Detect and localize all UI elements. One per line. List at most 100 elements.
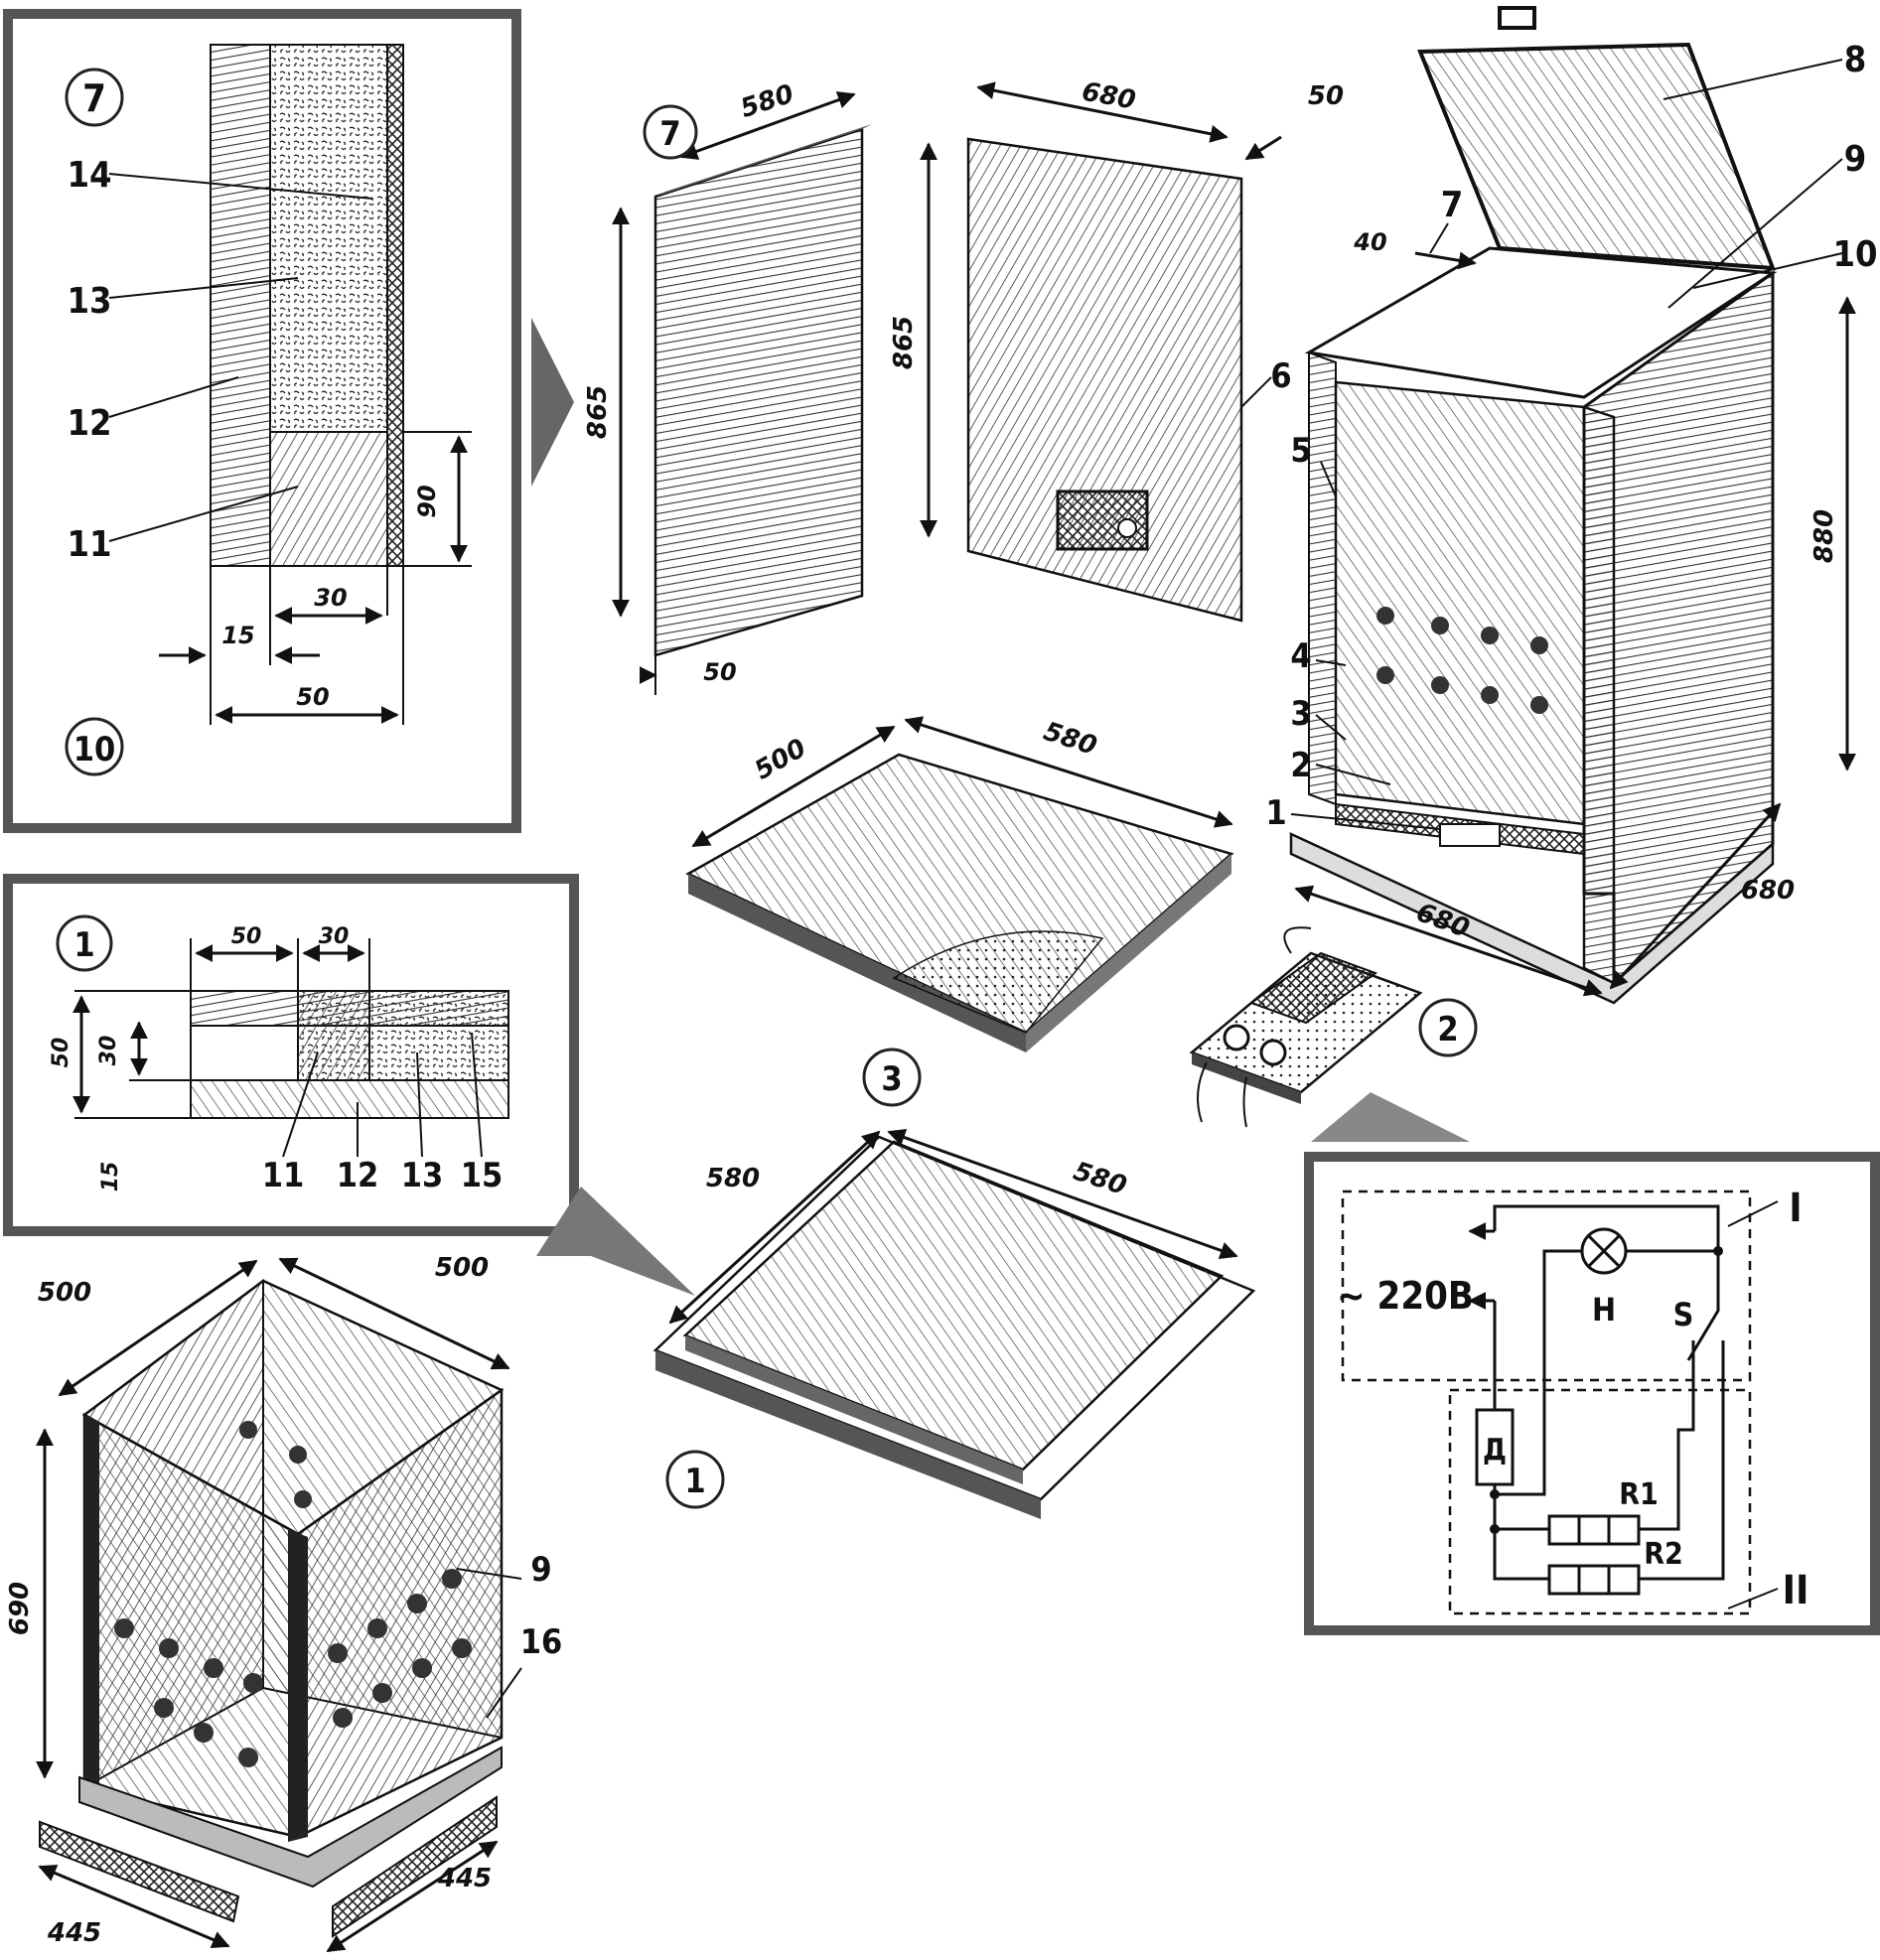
dim-580: 580 — [1040, 717, 1100, 762]
R2-label: R2 — [1644, 1537, 1683, 1572]
back-panel-drawing: 680 50 865 6 — [889, 77, 1344, 623]
block-I-label: I — [1789, 1186, 1802, 1231]
dim-500-left: 500 — [38, 1278, 91, 1308]
dim-690: 690 — [5, 1582, 35, 1635]
electrical-schematic: ~ 220В Н S Д R1 R2 I II — [1304, 1152, 1880, 1635]
ventilation-grille — [1056, 490, 1149, 551]
bottom-board-edge — [688, 874, 1026, 1052]
callout-13: 13 — [67, 281, 111, 322]
switch-label: S — [1673, 1296, 1694, 1333]
bottom-board-drawing: 500 580 3 — [685, 716, 1234, 1107]
pointer-arrow-up — [1311, 1092, 1470, 1142]
lid-handle — [1498, 6, 1536, 30]
marker-7: 7 — [82, 76, 106, 120]
timber-bar — [269, 431, 388, 567]
marker-7-side: 7 — [659, 114, 680, 154]
dim-top-30: 30 — [319, 924, 350, 949]
callout-10: 10 — [1832, 234, 1877, 275]
dim-580-right: 580 — [1070, 1157, 1130, 1201]
bottom-section-panel: 1 50 30 50 30 15 11 12 13 15 — [3, 874, 579, 1236]
callout-11: 11 — [67, 524, 111, 565]
callout-4: 4 — [1290, 636, 1311, 676]
callout-5: 5 — [1290, 431, 1311, 471]
callout-1: 1 — [1265, 793, 1286, 833]
dim-40: 40 — [1353, 228, 1386, 256]
lamp-label: Н — [1592, 1291, 1616, 1329]
heater-terminal — [1439, 823, 1501, 847]
callout-12: 12 — [67, 403, 111, 444]
marker-7-circle-side — [643, 104, 698, 160]
marker-3-circle — [862, 1048, 922, 1107]
marker-10-circle — [65, 717, 124, 776]
bottom-board-edge-r — [1026, 854, 1231, 1052]
supply-label: ~ 220В — [1337, 1274, 1474, 1318]
dim-680-side: 680 — [1741, 876, 1795, 906]
callout-9: 9 — [530, 1550, 551, 1590]
block-I-outline — [1341, 1190, 1752, 1382]
pointer-arrow-right — [531, 318, 574, 487]
callout-13: 13 — [401, 1156, 444, 1195]
dim-865: 865 — [889, 316, 919, 369]
block-II-outline — [1448, 1388, 1752, 1615]
dim-left-50: 50 — [49, 1038, 73, 1068]
dim-500: 500 — [750, 734, 811, 786]
dim-30: 30 — [314, 584, 347, 612]
dim-445-right: 445 — [437, 1864, 492, 1893]
callout-14: 14 — [67, 155, 111, 196]
resistor-R2 — [1547, 1564, 1641, 1596]
block-II-label: II — [1783, 1568, 1809, 1613]
bottom-plywood — [190, 1079, 509, 1119]
dim-445-left: 445 — [47, 1918, 101, 1948]
dim-left-30: 30 — [96, 1036, 121, 1066]
pointer-arrow-diag — [536, 1187, 695, 1296]
callout-3: 3 — [1290, 694, 1311, 734]
bottom-timber-bar — [297, 990, 370, 1081]
side-panel-face — [653, 127, 864, 657]
marker-1: 1 — [73, 925, 94, 965]
dim-50: 50 — [1308, 81, 1344, 111]
callout-9: 9 — [1844, 139, 1867, 180]
callout-11: 11 — [262, 1156, 305, 1195]
back-panel-face — [966, 137, 1243, 623]
callout-2: 2 — [1290, 746, 1311, 785]
base-board-top — [682, 1140, 1225, 1471]
cabinet-drawing: 8 9 7 10 5 4 3 2 1 40 880 680 680 2 — [1265, 6, 1878, 1057]
inner-box-holes — [114, 1421, 472, 1767]
marker-1-circle — [56, 914, 113, 972]
R1-label: R1 — [1619, 1477, 1659, 1512]
marker-7-circle — [65, 68, 124, 127]
dim-90: 90 — [413, 485, 441, 517]
bottom-board-insulation — [892, 930, 1104, 1034]
mesh-layer — [386, 44, 404, 567]
sensor-label: Д — [1483, 1433, 1507, 1468]
vent-holes — [1376, 607, 1548, 714]
base-board-drawing: 580 580 1 — [652, 1128, 1256, 1519]
resistor-R1 — [1547, 1514, 1641, 1546]
marker-10: 10 — [73, 730, 116, 770]
dim-580-left: 580 — [706, 1164, 760, 1193]
callout-12: 12 — [337, 1156, 379, 1195]
foam-layer — [269, 44, 388, 433]
inner-box-base — [78, 1746, 503, 1889]
marker-3: 3 — [881, 1059, 902, 1099]
callout-7: 7 — [1441, 185, 1464, 225]
dim-500-right: 500 — [435, 1253, 489, 1283]
dim-50: 50 — [703, 658, 736, 686]
dim-680-front: 680 — [1412, 898, 1473, 944]
marker-1-base: 1 — [684, 1462, 705, 1501]
marker-2-circle — [1418, 998, 1478, 1057]
callout-6: 6 — [1270, 356, 1291, 396]
inner-box-drawing: 500 500 690 445 445 9 16 — [5, 1253, 563, 1953]
thermostat-board — [1189, 926, 1423, 1128]
inner-chamber-front — [1334, 380, 1586, 826]
callout-15: 15 — [461, 1156, 504, 1195]
wall-section-panel: 7 10 14 13 12 11 90 30 15 50 — [3, 9, 521, 833]
dim-50: 50 — [296, 683, 329, 711]
callout-16: 16 — [520, 1622, 563, 1662]
dim-15: 15 — [221, 622, 254, 649]
lid — [1417, 42, 1776, 271]
marker-2: 2 — [1437, 1010, 1458, 1050]
dim-880: 880 — [1809, 509, 1839, 563]
dim-865: 865 — [583, 385, 613, 439]
